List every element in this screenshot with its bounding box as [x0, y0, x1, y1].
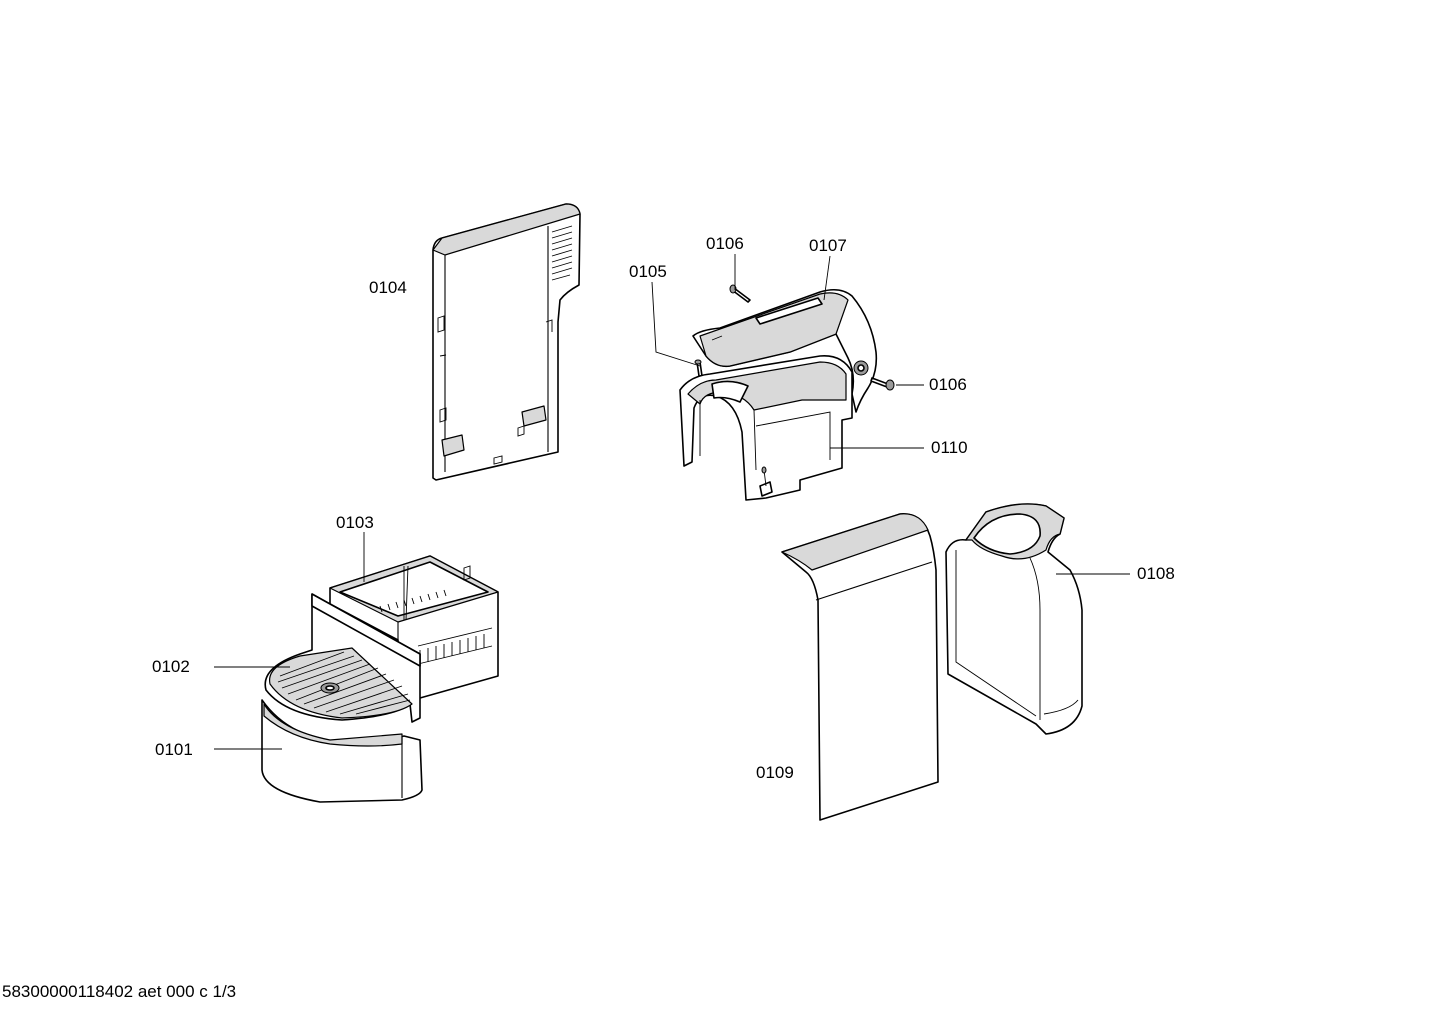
label-0103: 0103 — [336, 513, 374, 532]
part-0103-container — [329, 555, 499, 699]
part-0110-inner-frame — [679, 355, 853, 501]
part-0109-front-panel — [781, 513, 939, 821]
grid-slots — [277, 651, 411, 715]
part-0107-handle-cover — [692, 288, 878, 413]
vent-slots — [551, 225, 573, 281]
label-0109: 0109 — [756, 763, 794, 782]
label-0106-right: 0106 — [929, 375, 967, 394]
part-0108-water-tank — [945, 503, 1083, 735]
leader-lines — [214, 254, 1130, 750]
part-0105-small-screw — [694, 359, 703, 377]
part-0102-drip-grid — [264, 593, 421, 723]
part-0106-screw-right — [870, 377, 895, 391]
footer-document-id: 58300000118402 aet 000 c 1/3 — [2, 982, 236, 1001]
label-0105: 0105 — [629, 262, 667, 281]
part-0104-back-panel — [432, 203, 581, 481]
label-0101: 0101 — [155, 740, 193, 759]
container-grille — [379, 589, 493, 665]
label-0108: 0108 — [1137, 564, 1175, 583]
label-0107: 0107 — [809, 236, 847, 255]
label-0104: 0104 — [369, 278, 407, 297]
part-0101-drip-tray — [261, 699, 423, 803]
part-0106-screw-top — [729, 284, 751, 303]
label-0110: 0110 — [931, 438, 968, 457]
label-0102: 0102 — [152, 657, 190, 676]
label-0106-top: 0106 — [706, 234, 744, 253]
